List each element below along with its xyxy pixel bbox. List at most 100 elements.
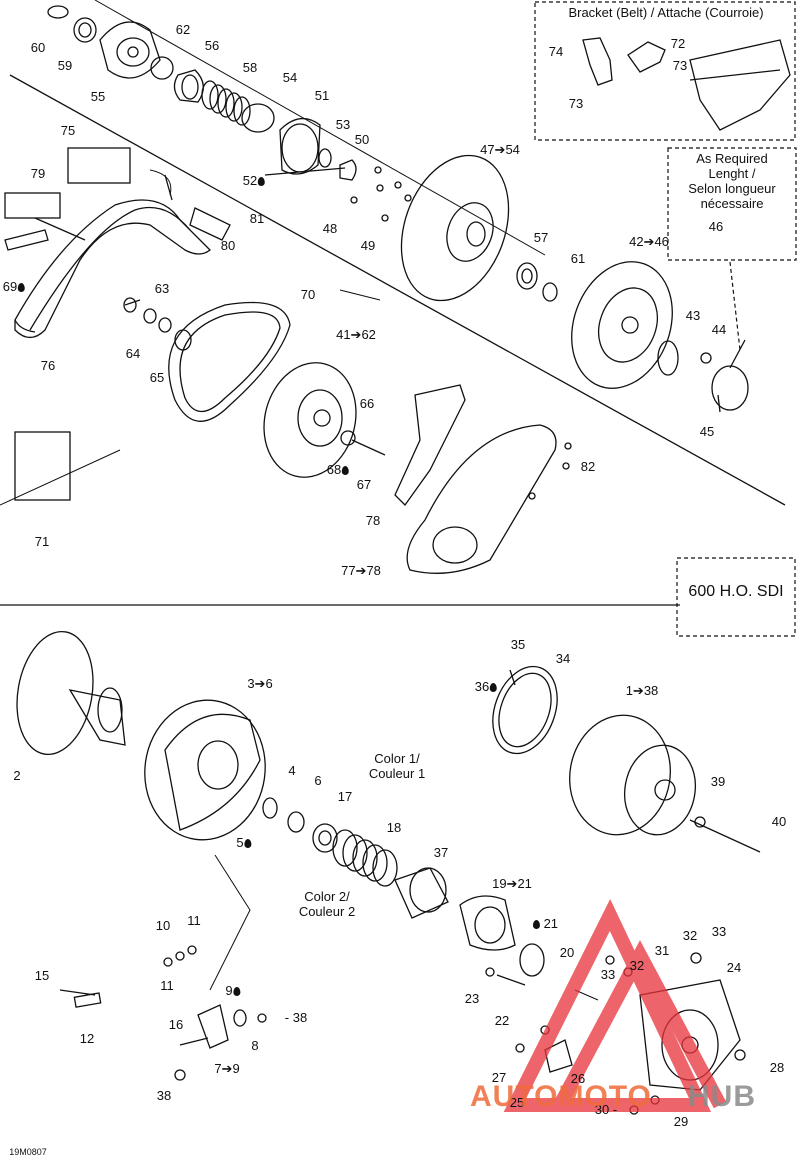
part-39-washer bbox=[694, 816, 706, 828]
callout-40: 40 bbox=[771, 814, 787, 829]
callout-10: 10 bbox=[155, 918, 171, 933]
callout-44: 44 bbox=[711, 322, 727, 337]
part-74-bracket bbox=[582, 37, 613, 86]
callout-7-9: 7➔9 bbox=[214, 1061, 240, 1076]
part-62-ring bbox=[150, 56, 174, 80]
part-18-spring bbox=[332, 829, 398, 887]
callout-45: 45 bbox=[699, 424, 715, 439]
as-required-note: As Required Lenght / Selon longueur néce… bbox=[688, 151, 776, 211]
callout-82: 82 bbox=[580, 459, 596, 474]
as-required-box bbox=[667, 147, 797, 261]
part-61-clip bbox=[542, 282, 558, 302]
callout-48: 48 bbox=[322, 221, 338, 236]
callout-43: 43 bbox=[685, 308, 701, 323]
callout-57: 57 bbox=[533, 230, 549, 245]
callout-1-38: 1➔38 bbox=[625, 683, 659, 698]
callout-73: 73 bbox=[672, 58, 688, 73]
callout-37: 37 bbox=[433, 845, 449, 860]
callout-80: 80 bbox=[220, 238, 236, 253]
callout-31: 31 bbox=[654, 943, 670, 958]
callout-47-54: 47➔54 bbox=[480, 142, 520, 157]
part-67-bolt bbox=[351, 439, 386, 456]
callout-16: 16 bbox=[168, 1017, 184, 1032]
part-57-washer bbox=[516, 262, 538, 290]
callout-2: 2 bbox=[13, 768, 21, 783]
part-2-shaft bbox=[68, 689, 126, 746]
callout-38: - 38 bbox=[284, 1010, 308, 1025]
callout-36: 36 bbox=[475, 680, 498, 694]
part-78-cover bbox=[394, 384, 466, 507]
part-22-pin bbox=[496, 974, 526, 986]
grease-drop-icon bbox=[233, 987, 241, 996]
callout-11-lower: 11 bbox=[160, 978, 174, 993]
callout-42-46: 42➔46 bbox=[629, 234, 669, 249]
part-63-washer bbox=[123, 297, 137, 313]
callout-4: 4 bbox=[288, 763, 296, 778]
watermark-text-a: AUTOMOTO bbox=[470, 1080, 652, 1113]
part-54-ring bbox=[241, 103, 275, 133]
callout-69: 69 bbox=[3, 280, 26, 294]
callout-74: 74 bbox=[548, 44, 564, 59]
part-20-bushing bbox=[519, 943, 545, 977]
callout-52: 52 bbox=[243, 174, 266, 188]
part-8-roller bbox=[233, 1009, 247, 1027]
callout-6: 6 bbox=[314, 773, 322, 788]
callout-56: 56 bbox=[204, 38, 220, 53]
callout-75: 75 bbox=[60, 123, 76, 138]
watermark-logo bbox=[503, 899, 727, 1112]
callout-20: 20 bbox=[559, 945, 575, 960]
drawing-code: 19M0807 bbox=[9, 1147, 47, 1157]
part-53-clip bbox=[318, 148, 332, 168]
part-50-bushing bbox=[339, 159, 357, 181]
callout-39: 39 bbox=[710, 774, 726, 789]
callout-54: 54 bbox=[282, 70, 298, 85]
decal-75 bbox=[67, 147, 131, 184]
grease-drop-icon bbox=[258, 177, 266, 186]
callout-3-6: 3➔6 bbox=[247, 676, 273, 691]
callout-26: 26 bbox=[570, 1071, 586, 1086]
part-58-spring bbox=[201, 80, 251, 126]
decal-79 bbox=[4, 192, 61, 219]
part-56-bushing bbox=[173, 69, 204, 103]
callout-30: 30 - bbox=[594, 1102, 618, 1117]
part-66-washer bbox=[340, 430, 356, 446]
part-24-cam bbox=[639, 979, 741, 1091]
part-2-sheave bbox=[16, 630, 94, 756]
part-4-ring bbox=[262, 797, 278, 819]
callout-32: 32 bbox=[629, 958, 645, 973]
callout-19-21: 19➔21 bbox=[492, 876, 532, 891]
part-11-washer bbox=[163, 957, 173, 967]
part-51-cup bbox=[279, 118, 321, 175]
callout-81: 81 bbox=[249, 211, 265, 226]
callout-17: 17 bbox=[337, 789, 353, 804]
bracket-inset-box bbox=[534, 1, 796, 141]
callout-18: 18 bbox=[386, 820, 402, 835]
callout-76: 76 bbox=[40, 358, 56, 373]
color1-note: Color 1/ Couleur 1 bbox=[368, 751, 426, 781]
callout-79: 79 bbox=[30, 166, 46, 181]
part-12-pin bbox=[73, 992, 102, 1008]
callout-25: 25 bbox=[509, 1095, 525, 1110]
callout-22: 22 bbox=[494, 1013, 510, 1028]
part-40-bolt bbox=[689, 819, 761, 853]
part-17-washer bbox=[312, 823, 338, 853]
callout-60: 60 bbox=[30, 40, 46, 55]
part-19-cam bbox=[459, 895, 516, 951]
callout-15: 15 bbox=[34, 968, 50, 983]
callout-65: 65 bbox=[149, 370, 165, 385]
grease-drop-icon bbox=[532, 920, 540, 929]
callout-66: 66 bbox=[359, 396, 375, 411]
callout-64: 64 bbox=[125, 346, 141, 361]
callout-67: 67 bbox=[356, 477, 372, 492]
part-47-sheave bbox=[400, 154, 510, 302]
callout-5: 5 bbox=[236, 836, 252, 850]
callout-51: 51 bbox=[314, 88, 330, 103]
part-26-roller bbox=[544, 1039, 573, 1073]
callout-28: 28 bbox=[769, 1060, 785, 1075]
bracket-inset-title: Bracket (Belt) / Attache (Courroie) bbox=[568, 5, 764, 20]
callout-11: 11 bbox=[187, 913, 201, 928]
part-1-pulley bbox=[569, 714, 671, 836]
callout-12: 12 bbox=[79, 1031, 95, 1046]
